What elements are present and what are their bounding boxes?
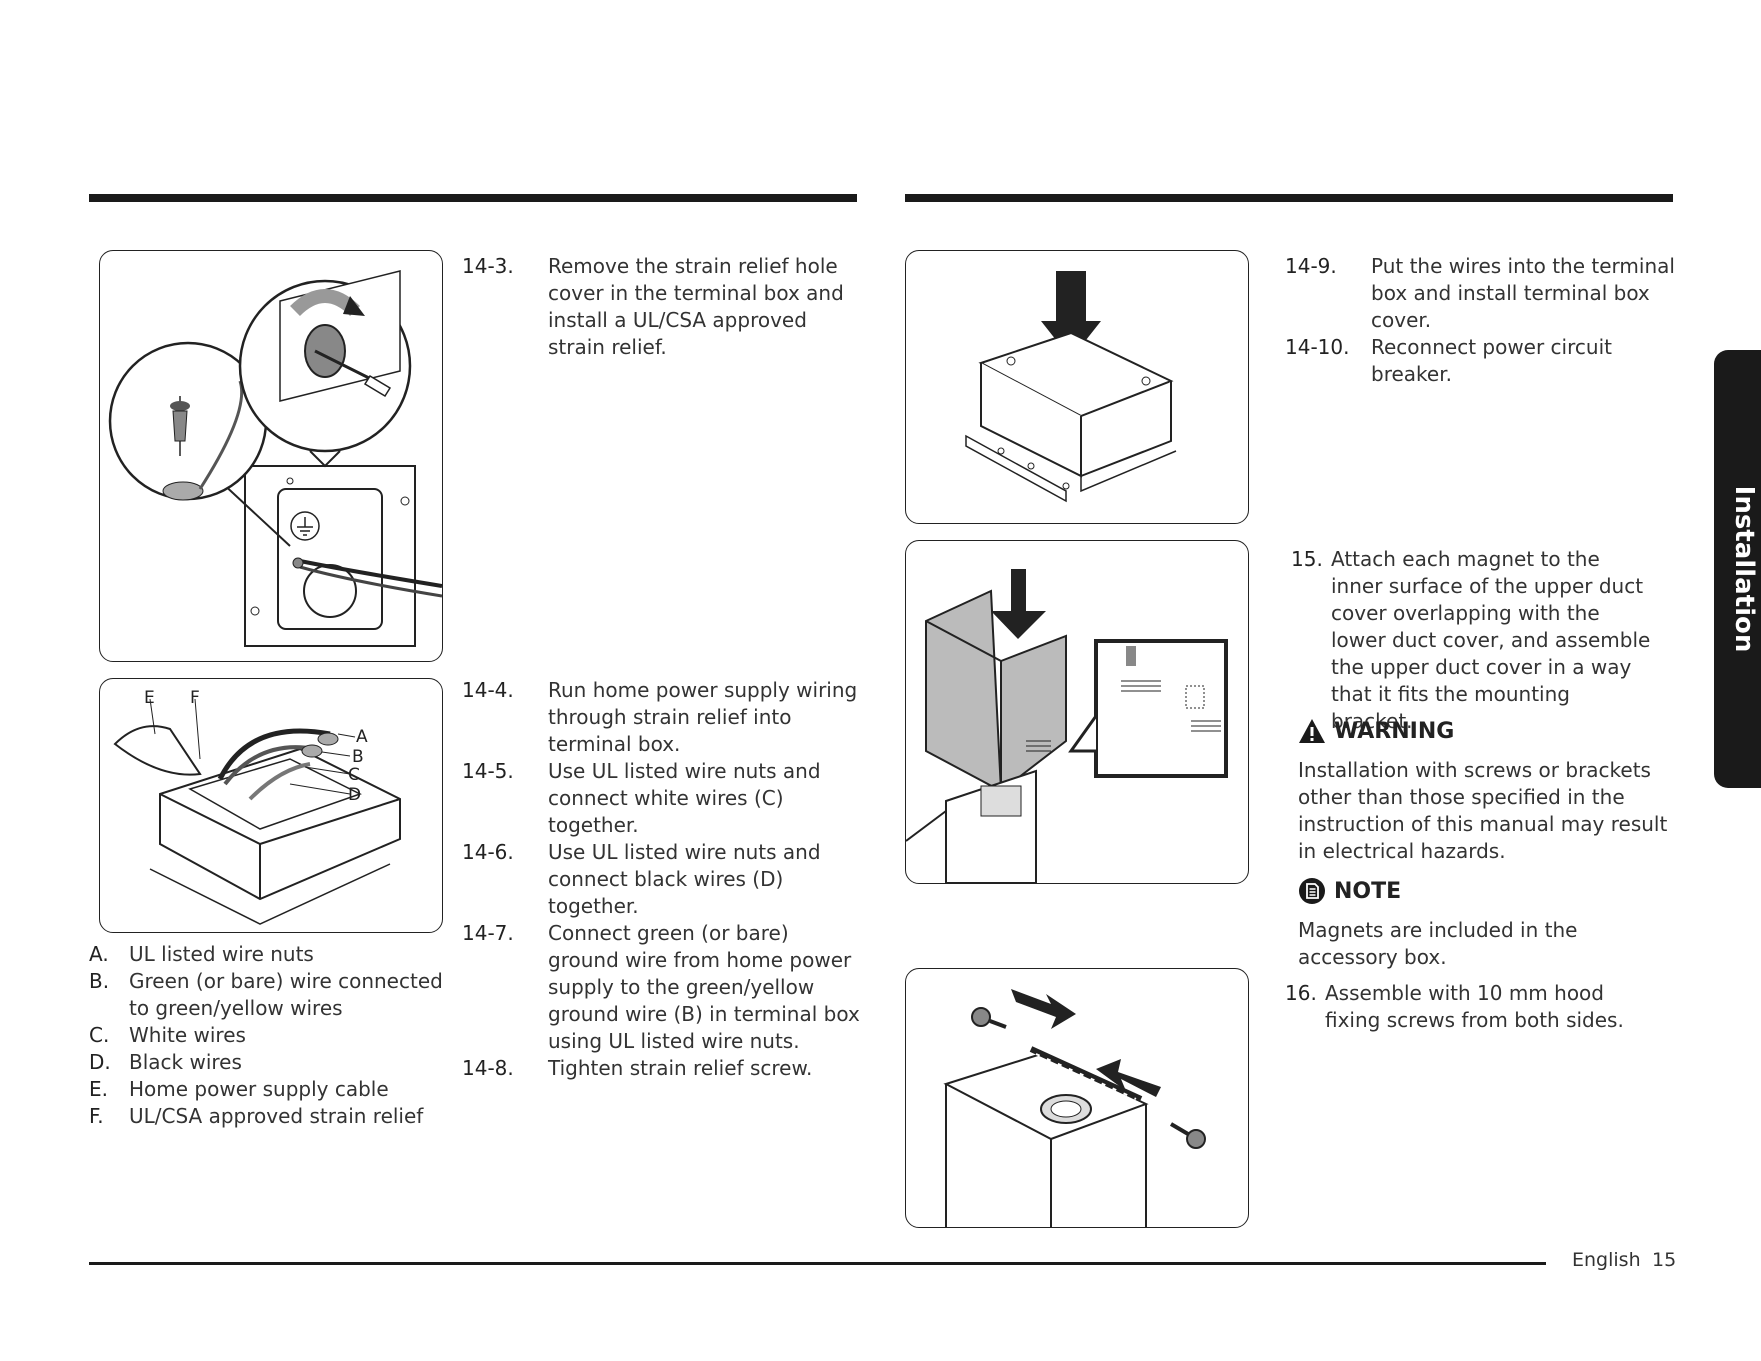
label-E: E: [144, 688, 155, 708]
step-14-8: 14-8. Tighten strain relief screw.: [462, 1056, 813, 1080]
legend-item: C.White wires: [89, 1023, 246, 1047]
label-B: B: [352, 747, 364, 767]
step-14-4: 14-4. Run home power supply wiring throu…: [462, 678, 858, 756]
step-14-7: 14-7. Connect green (or bare) ground wir…: [462, 921, 860, 1053]
legend-item: E.Home power supply cable: [89, 1077, 389, 1101]
footer-language: English: [1572, 1249, 1641, 1271]
terminal-box-cover-illustration: [965, 271, 1177, 503]
figure-strain-relief-hole: [99, 250, 443, 662]
step-14-3: 14-3. Remove the strain relief hole cove…: [462, 254, 844, 359]
label-C: C: [348, 765, 360, 785]
footer-page-number: 15: [1652, 1249, 1677, 1271]
figure-upper-duct-cover: [905, 540, 1249, 884]
step-14-9: 14-9. Put the wires into the terminal bo…: [1285, 254, 1675, 332]
label-D: D: [348, 785, 361, 805]
figure-hood-fixing-screws: [905, 968, 1249, 1228]
figure-terminal-box-cover: [905, 250, 1249, 524]
warning-heading: WARNING: [1298, 718, 1454, 744]
figure-wiring-connections: A B C D E F: [99, 678, 443, 933]
note-icon: [1299, 878, 1325, 904]
steps-14-4-to-14-8: 14-4. Run home power supply wiring throu…: [462, 677, 862, 1082]
steps-14-9-to-14-10: 14-9. Put the wires into the terminal bo…: [1285, 253, 1685, 388]
warning-icon: [1299, 719, 1325, 743]
wiring-illustration: A B C D E F: [113, 688, 401, 925]
step-15: 15. Attach each magnet to the inner surf…: [1291, 547, 1651, 733]
label-F: F: [190, 688, 200, 708]
step-14-10: 14-10. Reconnect power circuit breaker.: [1285, 335, 1612, 386]
bottom-rule: [89, 1262, 1546, 1265]
section-tab-installation: Installation: [1714, 350, 1761, 788]
strain-relief-illustration: [108, 270, 442, 647]
figure-legend: A.UL listed wire nuts B.Green (or bare) …: [89, 941, 449, 1130]
legend-item: A.UL listed wire nuts: [89, 942, 314, 966]
step-14-6: 14-6. Use UL listed wire nuts and connec…: [462, 840, 821, 918]
step-14-5: 14-5. Use UL listed wire nuts and connec…: [462, 759, 821, 837]
upper-duct-cover-illustration: [906, 569, 1228, 883]
warning-text: Installation with screws or brackets oth…: [1298, 758, 1668, 863]
label-A: A: [356, 727, 368, 747]
note-heading: NOTE: [1298, 877, 1401, 905]
top-rule-left: [89, 194, 857, 202]
legend-item: D.Black wires: [89, 1050, 242, 1074]
hood-fixing-screws-illustration: [943, 989, 1206, 1227]
legend-item: B.Green (or bare) wire connected to gree…: [89, 969, 443, 1020]
step-16: 16. Assemble with 10 mm hood fixing scre…: [1285, 981, 1624, 1032]
legend-item: F.UL/CSA approved strain relief: [89, 1104, 424, 1128]
top-rule-right: [905, 194, 1673, 202]
note-text: Magnets are included in the accessory bo…: [1298, 918, 1578, 969]
